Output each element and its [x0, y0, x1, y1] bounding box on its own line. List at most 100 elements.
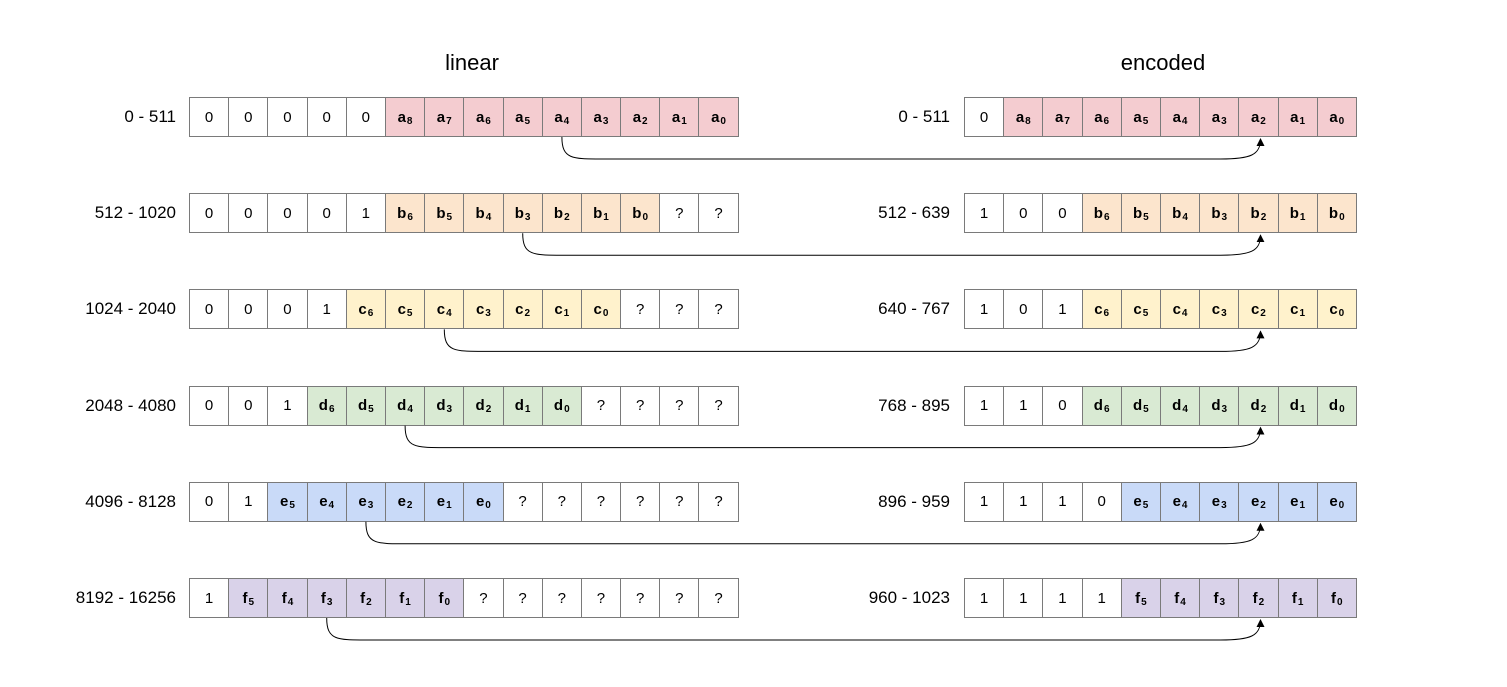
fixed-bit-cell: 0	[228, 193, 269, 234]
fixed-bit-cell: 1	[1081, 578, 1122, 618]
fixed-bit-cell: 1	[964, 481, 1005, 522]
fixed-bit-cell: 0	[1042, 193, 1083, 234]
fixed-bit-cell: 1	[189, 578, 230, 618]
fixed-bit-cell: 0	[189, 97, 230, 137]
fixed-bit-cell: 1	[228, 481, 269, 522]
unknown-bit-cell: ?	[659, 578, 700, 618]
fixed-bit-cell: 0	[1081, 481, 1122, 522]
fixed-bit-cell: 0	[345, 97, 386, 137]
encoded-range-label: 768 - 895	[878, 395, 950, 415]
encoded-heading: encoded	[1120, 50, 1206, 75]
fixed-bit-cell: 0	[1042, 385, 1083, 426]
fixed-bit-cell: 1	[964, 289, 1005, 330]
unknown-bit-cell: ?	[659, 289, 700, 330]
fixed-bit-cell: 1	[964, 193, 1005, 234]
fixed-bit-cell: 1	[1042, 578, 1083, 618]
bit-mapping-arrow	[522, 233, 1265, 256]
bit-mapping-arrow	[326, 617, 1265, 641]
fixed-bit-cell: 0	[267, 97, 308, 137]
linear-range-label: 8192 - 16256	[75, 588, 176, 607]
fixed-bit-cell: 0	[228, 97, 269, 137]
unknown-bit-cell: ?	[698, 193, 739, 234]
fixed-bit-cell: 1	[964, 578, 1005, 618]
fixed-bit-cell: 1	[1003, 481, 1044, 522]
linear-range-label: 2048 - 4080	[85, 395, 176, 415]
bit-mapping-arrow	[404, 425, 1265, 449]
unknown-bit-cell: ?	[502, 578, 543, 618]
unknown-bit-cell: ?	[659, 481, 700, 522]
fixed-bit-cell: 0	[228, 385, 269, 426]
fixed-bit-cell: 0	[306, 97, 347, 137]
fixed-bit-cell: 0	[1003, 289, 1044, 330]
fixed-bit-cell: 0	[267, 289, 308, 330]
fixed-bit-cell: 0	[189, 193, 230, 234]
bit-mapping-arrow	[365, 521, 1265, 545]
fixed-bit-cell: 0	[306, 193, 347, 234]
fixed-bit-cell: 1	[267, 385, 308, 426]
linear-range-label: 0 - 511	[124, 107, 176, 126]
linear-range-label: 4096 - 8128	[85, 491, 176, 511]
unknown-bit-cell: ?	[620, 578, 661, 618]
fixed-bit-cell: 1	[1042, 481, 1083, 522]
unknown-bit-cell: ?	[580, 578, 622, 618]
unknown-bit-cell: ?	[698, 481, 739, 522]
encoded-range-label: 0 - 511	[898, 107, 950, 126]
bit-mapping-arrow	[443, 329, 1265, 352]
unknown-bit-cell: ?	[541, 578, 582, 618]
fixed-bit-cell: 0	[1003, 193, 1044, 234]
fixed-bit-cell: 1	[345, 193, 386, 234]
linear-range-label: 1024 - 2040	[85, 299, 176, 319]
unknown-bit-cell: ?	[620, 481, 661, 522]
